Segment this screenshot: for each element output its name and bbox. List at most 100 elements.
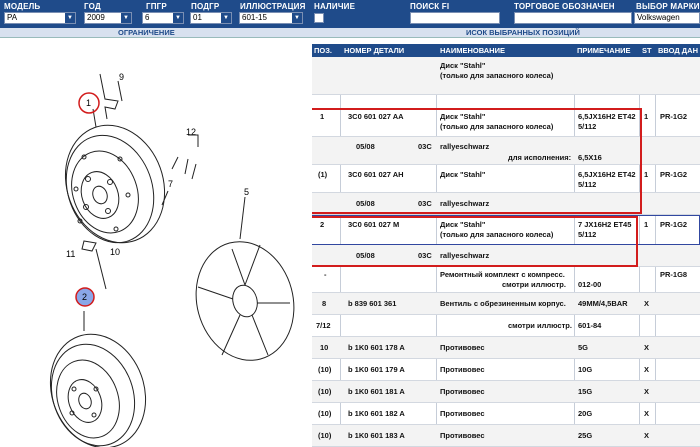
filter-header: МОДЕЛЬ PA▼ ГОД 2009▼ ГПГР 6▼ ПОДГР 01▼ И… [0,0,700,28]
cell-note-2: 012-00 [578,280,602,289]
cell-date: 05/08 [356,199,375,208]
callout-2[interactable]: 2 [82,292,87,302]
cell-st: 1 [644,220,649,229]
cell-number: 3C0 601 027 AH [348,170,404,179]
cell-pos: (10) [318,409,332,418]
table-row[interactable]: 7/12 смотри иллюстр. 601-84 [312,315,700,337]
cell-note-2: 5/112 [578,230,597,239]
cell-pos: (10) [318,431,332,440]
cell-st: X [644,299,650,308]
brand-select[interactable]: Volkswagen [634,12,700,24]
table-row[interactable]: 8 b 839 601 361 Вентиль с обрезиненным к… [312,293,700,315]
callout-9[interactable]: 9 [119,72,124,82]
callout-1-highlight [78,92,100,114]
table-row[interactable]: - Ремонтный комплект с компресс. смотри … [312,267,700,293]
cell-pos: 1 [320,112,325,121]
search-input[interactable] [410,12,500,24]
cell-note: 15G [578,387,593,396]
cell-number: 3C0 601 027 AA [348,112,404,121]
table-row[interactable]: (10) b 1K0 601 179 A Противовес 10G X [312,359,700,381]
table-row[interactable]: 2 3C0 601 027 M Диск "Stahl" (только для… [312,215,700,245]
table-row[interactable]: 05/08 03C rallyeschwarz [312,193,700,215]
cell-name-2: (только для запасного колеса) [440,230,554,239]
cell-st: 1 [644,112,649,121]
table-row[interactable]: (10) b 1K0 601 182 A Противовес 20G X [312,403,700,425]
col-st[interactable]: ST [642,46,652,55]
cell-name: Противовес [440,343,485,352]
col-data-entry[interactable]: ВВОД ДАН [658,46,698,55]
illus-select[interactable]: 601-15▼ [239,12,303,24]
cell-pos: 8 [322,299,327,308]
cell-name: Противовес [440,387,485,396]
table-row[interactable]: (10) b 1K0 601 183 A Противовес 25G X [312,425,700,447]
table-row[interactable]: 05/08 03C rallyeschwarz [312,245,700,267]
callout-10[interactable]: 10 [110,247,120,257]
cell-note: 25G [578,431,593,440]
cell-name: Диск "Stahl" [440,220,486,229]
cell-code-small: 03C [418,142,432,151]
cell-st: X [644,387,650,396]
cell-name: Вентиль с обрезиненным корпус. [440,299,566,308]
cell-st: X [644,409,650,418]
chevron-down-icon[interactable]: ▼ [221,13,231,23]
gpgr-value: 6 [145,13,150,22]
cell-pos: (10) [318,387,332,396]
chevron-down-icon[interactable]: ▼ [121,13,131,23]
year-select[interactable]: 2009 ▼ [84,12,132,24]
col-note[interactable]: ПРИМЕЧАНИЕ [577,46,631,55]
callout-1[interactable]: 1 [86,98,91,108]
callout-11[interactable]: 11 [66,249,75,259]
cell-name: rallyeschwarz [440,251,490,260]
callout-12[interactable]: 12 [186,127,196,137]
cell-code: PR-1G2 [660,220,688,229]
year-value: 2009 [87,13,105,22]
cell-version-label: для исполнения: [508,153,572,162]
chevron-down-icon[interactable]: ▼ [65,13,75,23]
cell-note: 20G [578,409,593,418]
cell-code: PR-1G8 [660,270,688,279]
cell-name-2: (только для запасного колеса) [440,122,554,131]
col-number[interactable]: НОМЕР ДЕТАЛИ [344,46,405,55]
cell-number: b 1K0 601 183 A [348,431,405,440]
model-select[interactable]: PA▼ [4,12,76,24]
table-row[interactable]: Диск "Stahl" (только для запасного колес… [312,57,700,95]
podgr-select[interactable]: 01 ▼ [190,12,232,24]
cell-pos: 7/12 [316,321,331,330]
table-row[interactable]: 1 3C0 601 027 AA Диск "Stahl" (только дл… [312,107,700,137]
model-label: МОДЕЛЬ [4,2,41,11]
chevron-down-icon[interactable]: ▼ [173,13,183,23]
cell-name: Диск "Stahl" [440,170,486,179]
cell-name: Противовес [440,409,485,418]
hubcap-part [195,241,295,361]
steel-wheel-2 [49,333,147,447]
cell-name: Противовес [440,431,485,440]
exploded-diagram[interactable]: 1 9 12 7 5 10 11 2 [0,39,300,447]
table-row[interactable]: (1) 3C0 601 027 AH Диск "Stahl" 6,5JX16H… [312,165,700,193]
wheel-bolts [171,156,197,180]
selected-positions-title: ИСОК ВЫБРАННЫХ ПОЗИЦИЙ [466,28,580,37]
callout-5[interactable]: 5 [244,187,249,197]
callout-7[interactable]: 7 [168,179,173,189]
cell-see-illus: смотри иллюстр. [502,280,566,289]
gpgr-select[interactable]: 6▼ [142,12,184,24]
cell-note: 5G [578,343,589,352]
table-row[interactable]: (10) b 1K0 601 181 A Противовес 15G X [312,381,700,403]
podgr-value: 01 [193,13,202,22]
nalichie-label: НАЛИЧИЕ [314,2,356,11]
col-name[interactable]: НАИМЕНОВАНИЕ [440,46,505,55]
table-row[interactable]: 05/08 03C rallyeschwarz для исполнения: … [312,137,700,165]
wheel-diagram-svg: 1 9 12 7 5 10 11 2 [49,72,295,447]
nalichie-checkbox[interactable] [314,13,324,23]
section-bar: ОГРАНИЧЕНИЕ ИСОК ВЫБРАННЫХ ПОЗИЦИЙ [0,28,700,38]
brand-label: ТОРГОВОЕ ОБОЗНАЧЕН [514,2,615,11]
col-pos[interactable]: ПОЗ. [314,46,333,55]
cell-note: 10G [578,365,593,374]
cell-name: Ремонтный комплект с компресс. [440,270,565,279]
table-row[interactable]: 10 b 1K0 601 178 A Противовес 5G X [312,337,700,359]
cell-number: 3C0 601 027 M [348,220,400,229]
chevron-down-icon[interactable]: ▼ [292,13,302,23]
choice-label: ВЫБОР МАРКИ [636,2,700,11]
cell-note: 601-84 [578,321,602,330]
brand-field[interactable] [514,12,632,24]
